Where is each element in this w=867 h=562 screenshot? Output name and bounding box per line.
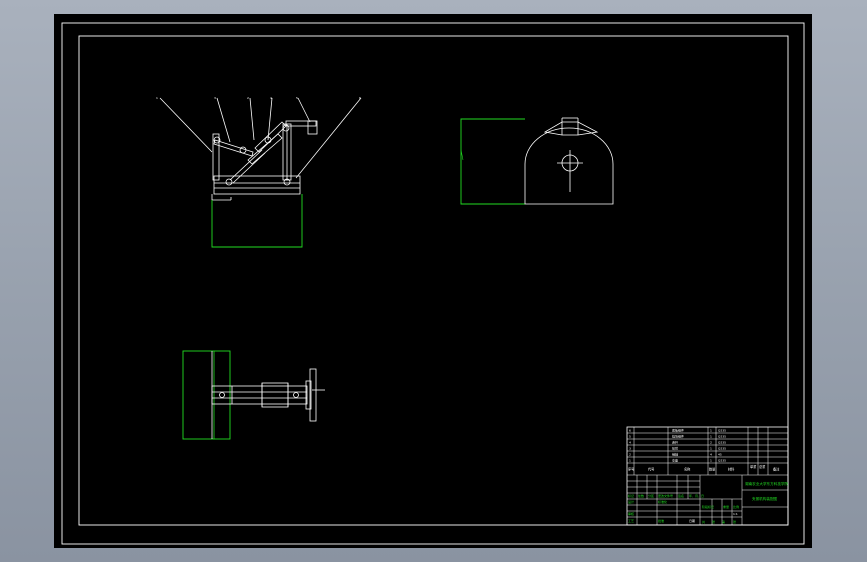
part-row-6-qty: 1 <box>710 429 712 433</box>
balloon-2: 2 <box>247 96 249 100</box>
cad-viewport[interactable] <box>54 14 812 548</box>
rev-date: 年、月、日 <box>689 493 704 498</box>
part-row-6-no: 6 <box>629 429 631 433</box>
part-row-2-name: 销轴 <box>672 452 678 457</box>
part-row-5-qty: 1 <box>710 435 712 439</box>
designer-label: 设计 <box>628 499 634 504</box>
top-view <box>182 350 325 440</box>
part-row-5-name: 挡块组件 <box>672 434 684 439</box>
balloon-6: 6 <box>359 96 361 100</box>
rev-change-doc: 更改文件号 <box>658 493 673 498</box>
part-row-5-mat: Q235 <box>718 435 726 439</box>
reviewer-label: 审核 <box>628 511 634 516</box>
header-qty: 数量 <box>709 467 716 472</box>
part-row-4-qty: 2 <box>710 441 712 445</box>
part-row-1-mat: Q235 <box>718 459 726 463</box>
sheet-inner-border <box>78 35 789 526</box>
balloon-4: 4 <box>270 96 272 100</box>
header-no: 序号 <box>628 467 634 472</box>
header-note: 备注 <box>773 467 780 472</box>
part-row-2-mat: 45 <box>718 453 722 457</box>
balloon-3: 3 <box>214 96 216 100</box>
std-label: 标准化 <box>658 499 667 504</box>
front-view-workpiece <box>211 194 303 248</box>
approve-label: 批准 <box>658 518 664 523</box>
scale-value: 1:1 <box>733 512 738 516</box>
sheet-total-a: 共 <box>702 519 705 524</box>
part-row-3-mat: Q235 <box>718 447 726 451</box>
stage-label: 阶段标记 <box>702 504 714 509</box>
part-row-4-no: 4 <box>629 441 631 445</box>
part-row-6-name: 底板组件 <box>672 428 684 433</box>
part-row-1-no: 1 <box>629 459 631 463</box>
part-row-2-qty: 4 <box>710 453 712 457</box>
part-row-4-name: 连杆 <box>672 440 678 445</box>
rev-sign: 签名 <box>678 493 684 498</box>
drawing-name: 夹紧机构装配图 <box>752 496 778 501</box>
part-row-6-mat: Q235 <box>718 429 726 433</box>
header-code: 代号 <box>648 467 654 472</box>
header-total: 总重 <box>759 464 766 469</box>
part-row-3-no: 3 <box>629 447 631 451</box>
front-view <box>159 97 362 201</box>
weight-label: 重量 <box>723 504 729 509</box>
scale-label: 比例 <box>733 504 739 509</box>
header-weight: 单重 <box>750 464 757 469</box>
part-row-3-name: 摇臂 <box>672 446 678 451</box>
part-row-4-mat: Q235 <box>718 441 726 445</box>
part-row-1-qty: 1 <box>710 459 712 463</box>
balloon-1: 1 <box>156 96 158 100</box>
part-row-3-qty: 1 <box>710 447 712 451</box>
part-row-5-no: 5 <box>629 435 631 439</box>
balloon-5: 5 <box>296 96 298 100</box>
part-row-2-no: 2 <box>629 453 631 457</box>
rev-mark: 标记 <box>628 493 634 498</box>
side-view <box>460 117 614 205</box>
header-mat: 材料 <box>728 467 735 472</box>
sheet-no-c: 第 <box>722 519 725 524</box>
title-block: 6 底板组件 1 Q235 5 挡块组件 1 Q235 4 连杆 2 Q235 … <box>626 426 789 526</box>
sheet-total-b: 张 <box>712 519 715 524</box>
sheet-no-d: 张 <box>733 519 736 524</box>
date-label: 日期 <box>689 518 695 523</box>
balloon-labels: 1 3 2 4 5 6 <box>156 96 361 100</box>
rev-count: 处数 <box>638 493 644 498</box>
process-label: 工艺 <box>628 518 634 523</box>
rev-zone: 分区 <box>648 493 654 498</box>
school-name: 湖南农业大学东方科技学院 <box>745 481 789 486</box>
header-name: 名称 <box>684 467 691 472</box>
sheet-outer-border <box>61 22 805 545</box>
part-row-1-name: 支座 <box>672 458 678 463</box>
